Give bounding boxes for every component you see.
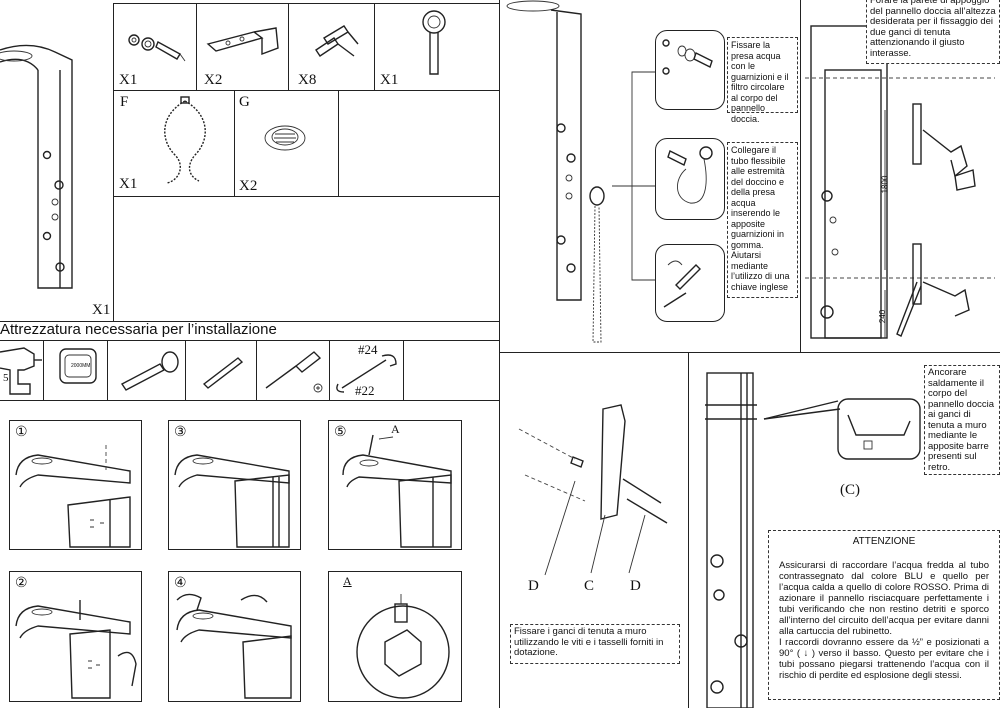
step-number: ④ <box>174 574 187 590</box>
table-border <box>0 340 499 341</box>
step-number: ② <box>15 574 28 590</box>
part-label: D <box>528 578 539 594</box>
table-border <box>43 340 44 400</box>
dimension-offset: 240 <box>878 309 888 324</box>
attention-box: ATTENZIONE Assicurarsi di raccordare l’a… <box>768 530 1000 700</box>
dimension-height: 1800 <box>880 175 890 194</box>
detail-a-label: A <box>391 422 400 436</box>
table-border <box>196 3 197 90</box>
table-border <box>113 3 114 321</box>
qty-label: X1 <box>119 72 138 88</box>
table-border <box>113 196 499 197</box>
table-border <box>256 340 257 400</box>
table-border <box>338 90 339 196</box>
table-border <box>113 3 499 4</box>
step-3-illustration <box>174 454 290 548</box>
step-2-panel: ② <box>9 571 142 702</box>
table-border <box>0 400 499 401</box>
table-border <box>0 321 499 322</box>
tape-measure-icon <box>59 348 97 384</box>
attention-paragraph-2: I raccordi dovranno essere da ½” e posiz… <box>779 636 989 681</box>
qty-label: X8 <box>298 72 317 88</box>
shower-panel-illustration <box>0 44 73 289</box>
detail-a-label: A <box>343 574 352 588</box>
detail-a-panel: A <box>328 571 462 702</box>
qty-label: X2 <box>204 72 223 88</box>
table-border <box>113 90 499 91</box>
component-letter: F <box>120 94 129 110</box>
wrench-size-bottom: #22 <box>355 383 375 398</box>
step-5-illustration <box>342 434 452 548</box>
hand-shower-icon <box>422 10 446 75</box>
tape-measure-label: 2000MM <box>71 363 91 369</box>
section-border <box>500 352 1000 353</box>
section-border <box>800 0 801 352</box>
step-2-illustration <box>15 600 137 699</box>
wrench-size-top: #24 <box>358 342 378 357</box>
hook-fixing-diagram <box>518 404 668 576</box>
step-1-panel: ① <box>9 420 142 550</box>
note-connect-hose: Collegare il tubo flessibile alle estrem… <box>727 142 798 298</box>
drill-icon <box>0 347 42 395</box>
wall-plugs-icon <box>315 25 359 57</box>
pencil-icon <box>202 357 244 389</box>
panel-with-hand-shower <box>506 0 605 343</box>
table-border <box>107 340 108 400</box>
callout-bracket <box>612 71 656 281</box>
table-border <box>234 90 235 196</box>
qty-label: X1 <box>119 176 138 192</box>
component-letter: G <box>239 94 250 110</box>
callout-inlet <box>655 30 725 110</box>
callout-hose <box>655 138 725 220</box>
panel-anchoring-diagram <box>705 372 757 708</box>
note-fix-inlet: Fissare la presa acqua con le guarnizion… <box>727 37 798 124</box>
screws-washer-icon <box>128 34 186 62</box>
qty-label: X1 <box>92 302 111 318</box>
step-number: ① <box>15 423 28 439</box>
inlet-detail <box>662 39 713 75</box>
table-border <box>403 340 404 400</box>
bracket-callout <box>763 398 921 460</box>
note-fix-hooks: Fissare i ganci di tenuta a muro utilizz… <box>510 624 680 664</box>
callout-wrench <box>655 244 725 322</box>
step-3-panel: ③ <box>168 420 301 550</box>
wall-drilling-diagram <box>805 25 995 339</box>
table-border <box>288 3 289 90</box>
step-5-panel: ⑤ A <box>328 420 462 550</box>
attention-title: ATTENZIONE <box>852 536 916 547</box>
tools-title: Attrezzatura necessaria per l’installazi… <box>0 321 277 338</box>
section-border <box>688 352 689 708</box>
note-anchor: Ancorare saldamente il corpo del pannell… <box>924 365 1000 475</box>
detail-a-illustration <box>356 594 450 699</box>
table-border <box>374 3 375 90</box>
step-1-illustration <box>15 445 131 548</box>
step-number: ⑤ <box>334 423 347 439</box>
screwdriver-icon <box>265 351 323 393</box>
filter-icon <box>264 125 306 151</box>
qty-label: X2 <box>239 178 258 194</box>
hose-detail <box>667 146 713 204</box>
step-4-panel: ④ <box>168 571 301 702</box>
mallet-icon <box>120 351 179 391</box>
page-divider <box>499 0 500 708</box>
step-4-illustration <box>176 593 292 699</box>
table-border <box>185 340 186 400</box>
hose-icon <box>164 96 206 184</box>
part-label: D <box>630 578 641 594</box>
wrench-detail <box>663 260 701 308</box>
drill-size-label: 5 <box>3 372 9 384</box>
wrench-icon <box>336 354 397 393</box>
part-label: C <box>584 578 595 594</box>
step-number: ③ <box>174 423 187 439</box>
bracket-label: (C) <box>840 482 860 498</box>
bracket-icon <box>206 27 279 56</box>
attention-paragraph-1: Assicurarsi di raccordare l’acqua fredda… <box>779 559 989 637</box>
qty-label: X1 <box>380 72 399 88</box>
table-border <box>329 340 330 400</box>
note-drill-wall: Forare la parete di appoggio del pannell… <box>866 0 1000 64</box>
